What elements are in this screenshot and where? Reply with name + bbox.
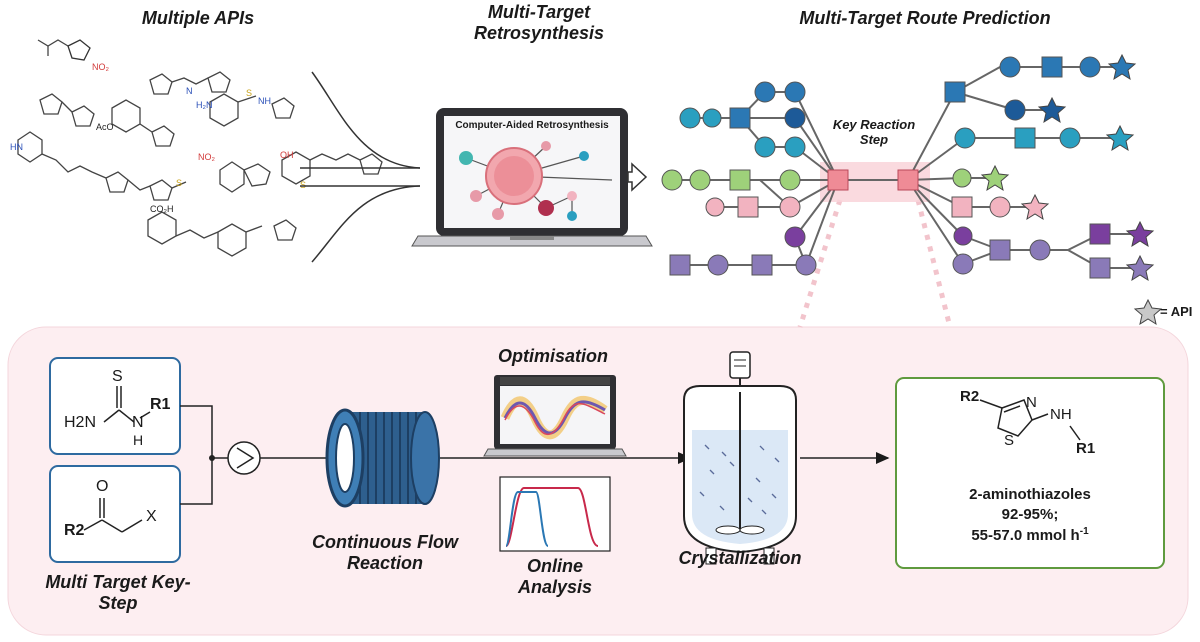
- star-icon: [980, 164, 1010, 192]
- pump-icon: [227, 441, 261, 475]
- svg-text:NH: NH: [258, 96, 271, 106]
- svg-text:NO₂: NO₂: [92, 62, 110, 72]
- api-heteroatoms: NO₂ AcO HN CO₂H OH H₂N NH NO₂ S S N S: [10, 62, 306, 214]
- retrosynthesis-title: Multi-Target Retrosynthesis: [473, 2, 605, 43]
- svg-text:AcO: AcO: [96, 122, 114, 132]
- svg-text:S: S: [300, 180, 306, 190]
- ketone-o: O: [96, 478, 109, 495]
- apis-title: Multiple APIs: [141, 8, 255, 28]
- key-node-left: [827, 169, 849, 191]
- laptop-screen-title: Computer-Aided Retrosynthesis: [455, 120, 609, 131]
- svg-text:S: S: [176, 178, 182, 188]
- crystallization-label: Crystallization: [678, 548, 802, 568]
- star-icon: [1020, 193, 1050, 221]
- ketone-r2: R2: [64, 522, 85, 539]
- product-rate-exponent: -1: [1079, 526, 1089, 537]
- product-r1: R1: [1076, 440, 1096, 457]
- product-box: [895, 377, 1165, 569]
- svg-text:N: N: [186, 86, 193, 96]
- svg-text:NO₂: NO₂: [198, 152, 216, 162]
- star-icon: [1125, 220, 1155, 248]
- thiourea-n: N: [132, 414, 144, 431]
- optimisation-laptop: [483, 375, 627, 457]
- flow-reaction-label: Continuous Flow Reaction: [312, 532, 458, 573]
- optimisation-label: Optimisation: [497, 346, 608, 366]
- route-prediction-title: Multi-Target Route Prediction: [799, 8, 1051, 28]
- product-rate: 55-57.0 mmol h-1: [896, 526, 1164, 544]
- thiourea-s: S: [112, 368, 123, 385]
- svg-text:OH: OH: [280, 150, 294, 160]
- online-analysis-chart: [499, 476, 611, 552]
- convergence-curve-bottom: [311, 185, 421, 263]
- svg-text:CO₂H: CO₂H: [150, 204, 174, 214]
- thiourea-structure: [103, 386, 151, 423]
- crystallizer: [683, 351, 797, 565]
- product-n: N: [1026, 394, 1037, 411]
- svg-text:H₂N: H₂N: [196, 100, 213, 110]
- star-icon: [1037, 96, 1067, 124]
- legend-star-icon: [1133, 298, 1163, 326]
- product-nh: NH: [1050, 406, 1072, 423]
- svg-text:HN: HN: [10, 142, 23, 152]
- star-icon: [1105, 124, 1135, 152]
- laptop-output-arrow: [627, 162, 648, 192]
- flow-coil-reactor: [325, 408, 440, 508]
- thiourea-h: H: [133, 432, 144, 448]
- star-icon: [1107, 53, 1137, 81]
- convergence-curve-top: [311, 71, 421, 169]
- product-yield: 92-95%;: [1001, 506, 1059, 523]
- laptop: [411, 108, 653, 247]
- key-step-label: Multi Target Key-Step: [45, 572, 191, 613]
- api-stars: [980, 53, 1163, 326]
- thiazole-structure: [979, 399, 1081, 441]
- online-analysis-label: Online Analysis: [517, 556, 593, 597]
- ketone-x: X: [146, 508, 157, 525]
- key-step-connector-left: [797, 199, 843, 328]
- key-reaction-label: Key Reaction Step: [832, 117, 916, 147]
- api-legend-label: = API: [1160, 304, 1193, 319]
- route-nodes: [661, 56, 1111, 279]
- thiourea-h2n: H2N: [64, 414, 97, 431]
- product-r2: R2: [960, 388, 980, 405]
- ketone-box: [49, 465, 181, 563]
- product-s: S: [1004, 432, 1015, 449]
- product-name: 2-aminothiazoles: [969, 486, 1091, 503]
- product-rate-value: 55-57.0 mmol h: [971, 527, 1080, 544]
- ketone-structure: [83, 498, 143, 533]
- key-step-connector-right: [915, 199, 953, 328]
- svg-text:S: S: [246, 88, 252, 98]
- thiourea-r1: R1: [150, 396, 171, 413]
- api-structures: [17, 39, 383, 257]
- star-icon: [1125, 254, 1155, 282]
- key-node-right: [897, 169, 919, 191]
